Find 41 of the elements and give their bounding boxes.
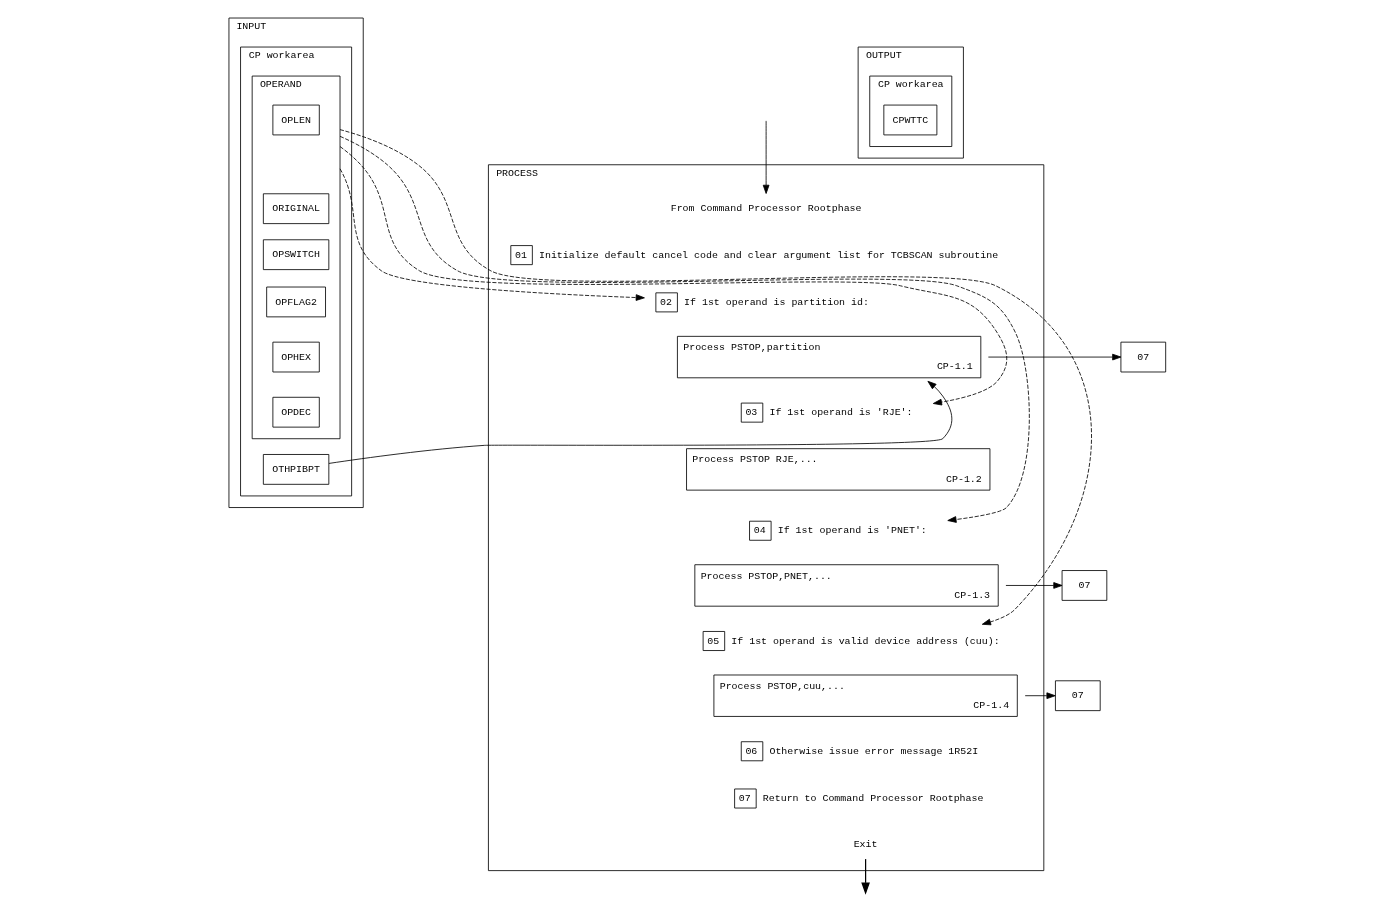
node-label: If 1st operand is partition id: xyxy=(684,296,869,308)
node-label: Return to Command Processor Rootphase xyxy=(762,793,984,805)
node-text: From Command Processor Rootphase xyxy=(670,203,862,215)
node-box: Process PSTOP RJE,... CP-1.2 xyxy=(686,448,991,491)
arrow xyxy=(987,353,1122,361)
node-label: Initialize default cancel code and clear argument list for TCBSCAN subroutine xyxy=(538,249,999,261)
node-text: Exit xyxy=(853,838,878,850)
node-box: CPWTTC xyxy=(883,104,938,136)
arrow xyxy=(328,380,953,464)
node-box: OPLEN xyxy=(272,104,320,136)
node-box: 02 xyxy=(655,292,678,313)
node-box: 01 xyxy=(510,245,533,266)
arrow xyxy=(1005,582,1063,589)
node-box: 04 xyxy=(749,520,772,541)
node-box: 07 xyxy=(1061,570,1108,601)
node-label: If 1st operand is 'RJE': xyxy=(769,407,913,419)
node-box: 07 xyxy=(1055,680,1101,712)
node-box: OTHPIBPT xyxy=(262,454,330,485)
node-box: OPSWITCH xyxy=(262,239,330,271)
arrow xyxy=(339,146,1008,406)
node-label: If 1st operand is 'PNET': xyxy=(777,525,927,537)
node-box: Process PSTOP,cuu,... CP-1.4 xyxy=(713,674,1018,717)
arrow xyxy=(339,129,1092,626)
node-box: 07 xyxy=(734,788,757,809)
node-box: 05 xyxy=(702,631,726,651)
arrow xyxy=(861,858,870,895)
node-box: OPDEC xyxy=(272,396,320,428)
node-box: Process PSTOP,PNET,... CP-1.3 xyxy=(694,564,999,607)
node-label: If 1st operand is valid device address (cuu): xyxy=(731,635,1000,647)
node-box: ORIGINAL xyxy=(262,193,330,225)
node-box: OPFLAG2 xyxy=(266,286,326,318)
node-box: OPHEX xyxy=(272,341,320,373)
node-box: 06 xyxy=(740,741,764,762)
arrow xyxy=(339,168,645,301)
node-box: 03 xyxy=(740,402,764,423)
arrow xyxy=(762,120,770,194)
arrow xyxy=(339,135,1030,523)
node-label: Otherwise issue error message 1R52I xyxy=(769,745,979,757)
node-box: 07 xyxy=(1120,341,1167,373)
arrow xyxy=(1024,692,1056,700)
node-box: Process PSTOP,partition CP-1.1 xyxy=(677,335,982,379)
